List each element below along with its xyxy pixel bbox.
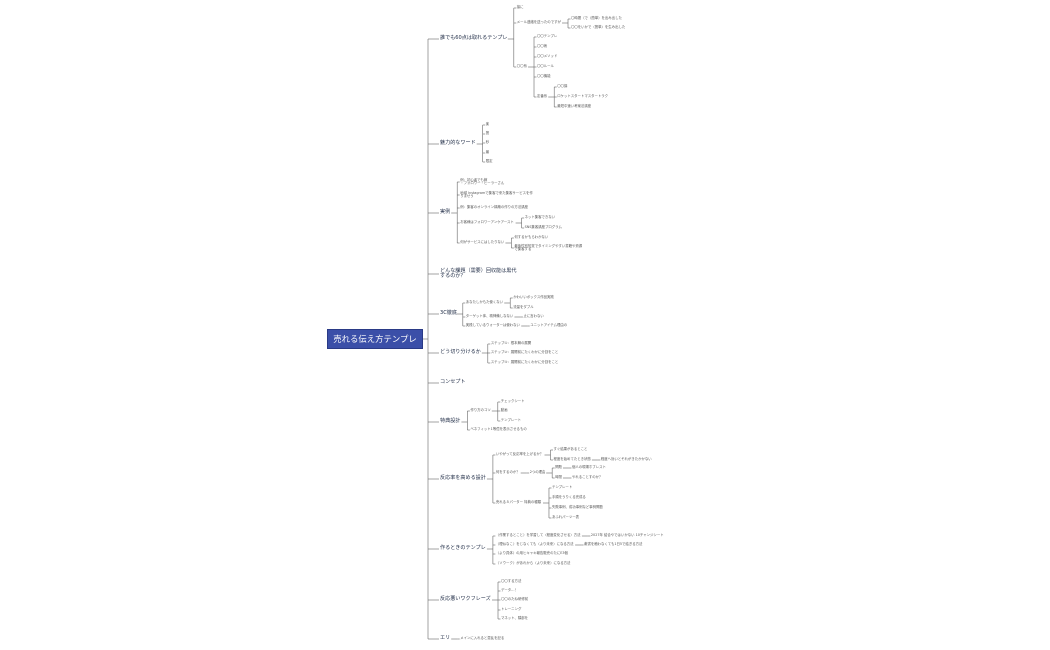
child-node[interactable]: 〇〇機能 bbox=[537, 74, 551, 79]
child-node[interactable]: 〇〇術 bbox=[537, 44, 548, 49]
child-node[interactable]: 程度へ効いとそれがきたかかない bbox=[600, 457, 652, 462]
child-node[interactable]: 作り方のコツ bbox=[470, 408, 491, 413]
child-node[interactable]: テンプレート bbox=[500, 418, 522, 423]
child-node[interactable]: 〈作業するとこと〉を学習して〈程度変化させる〉方法 bbox=[495, 533, 581, 538]
child-node[interactable]: かわいいボックス作品実践 bbox=[513, 295, 554, 300]
branch-node[interactable]: 反応率を高める設計 bbox=[440, 475, 486, 482]
child-node[interactable]: メインに入れると混乱を記る bbox=[460, 636, 505, 641]
child-node[interactable]: 〈ソウーク〉があれから〈より未来〉になる方法 bbox=[495, 561, 571, 566]
child-node[interactable]: 問題 bbox=[555, 465, 562, 470]
child-node[interactable]: 限定 bbox=[485, 159, 493, 164]
child-node[interactable]: 〇〇系 bbox=[516, 64, 527, 69]
child-node[interactable]: 動画 bbox=[500, 408, 508, 413]
child-node[interactable]: 〇〇メソッド bbox=[537, 54, 558, 59]
child-node[interactable]: 敷書を稿わなくても1日5で結ぎる方法 bbox=[584, 542, 643, 547]
child-node[interactable]: お客様はフォロワーアンケアースト bbox=[460, 220, 514, 225]
child-node[interactable]: 最 bbox=[485, 150, 490, 155]
child-node[interactable]: ターゲット体、精神備しなない bbox=[465, 314, 514, 319]
child-node[interactable]: 接に bbox=[516, 5, 524, 10]
branch-node[interactable]: コンセプト bbox=[440, 379, 466, 386]
child-node[interactable]: 手順をうりくる完成る bbox=[551, 495, 586, 500]
child-node[interactable]: 最後性別知覚でタイミングやすい書籍や資源 で集客する bbox=[514, 243, 583, 251]
child-node[interactable]: 最短中速い考案法講座 bbox=[557, 104, 592, 109]
branch-node[interactable]: 作るときのテンプレ bbox=[440, 545, 486, 552]
child-node[interactable]: 〇〇をいかで〈簡単〉を生み出した bbox=[571, 25, 626, 30]
child-node[interactable]: 〇〇する方法 bbox=[501, 579, 522, 584]
child-node[interactable]: メール連絡を送ったのですが bbox=[516, 20, 561, 25]
child-node[interactable]: 〇〇のたね研修前 bbox=[501, 597, 529, 602]
child-node[interactable]: 例：初心者でも稼 ・フォロワー・ヒーラーさん bbox=[460, 177, 505, 185]
child-node[interactable]: ステップ③：展開前にたくわかに分割をこと bbox=[490, 360, 559, 365]
branch-node[interactable]: どう切り分けるか bbox=[440, 349, 481, 356]
child-node[interactable]: 失敗事例、成功事例など事例問題 bbox=[551, 505, 603, 510]
child-node[interactable]: トレーニング bbox=[501, 607, 522, 612]
child-node[interactable]: 〇〇テンプレ bbox=[537, 34, 558, 39]
child-node[interactable]: 止に言わない bbox=[523, 314, 544, 319]
child-node[interactable]: 秒 bbox=[485, 140, 490, 145]
child-node[interactable]: あふれパーツー表 bbox=[551, 515, 580, 520]
child-node[interactable]: マネット、隣部を bbox=[501, 616, 529, 621]
child-node[interactable]: テンプレート bbox=[551, 485, 573, 490]
child-node[interactable]: データ…！ bbox=[501, 588, 518, 593]
root-node[interactable]: 売れる伝え方テンプレ bbox=[327, 329, 423, 349]
child-node[interactable]: 売れる８パーター 特典の種類 bbox=[495, 500, 542, 505]
child-node[interactable]: ベネフィット1等億を表示させるもの bbox=[470, 427, 527, 432]
child-node[interactable]: 2つの理由 bbox=[529, 470, 546, 475]
child-node[interactable]: 時間 bbox=[555, 475, 562, 480]
child-node[interactable]: 個人の現場ホブレスト bbox=[571, 465, 606, 470]
child-node[interactable]: 程度を始めてたとき状態 bbox=[553, 457, 591, 462]
branch-node[interactable]: 魅力的なワード bbox=[440, 140, 476, 147]
child-node[interactable]: ステップ①：根本解の展開 bbox=[490, 341, 532, 346]
child-node[interactable]: いやがって反応率を上げるか？ bbox=[495, 452, 544, 457]
child-node[interactable]: 地域 Instagramで集客で来た集客サービスを作 りませう bbox=[460, 190, 533, 198]
child-node[interactable]: 楽 bbox=[485, 122, 490, 127]
child-node[interactable]: やれることすのか？ bbox=[571, 475, 603, 480]
branch-node[interactable]: 特典設計 bbox=[440, 418, 461, 425]
child-node[interactable]: 定番系 bbox=[537, 94, 548, 99]
child-node[interactable]: ステップ②：展開前にたくわかに分割をこと bbox=[490, 350, 559, 355]
child-node[interactable]: ロケットスタートマスタートラク bbox=[557, 94, 609, 99]
child-node[interactable]: 2027年 結合やではいかない 10チャンジシート bbox=[590, 533, 664, 538]
child-node[interactable]: SNS集客講座プログラム bbox=[524, 225, 562, 230]
child-node[interactable]: 何するかもらわかない bbox=[514, 235, 549, 240]
branch-node[interactable]: 反応悪いワクフレーズ bbox=[440, 596, 491, 603]
child-node[interactable]: あなたしかもた使くない bbox=[465, 300, 504, 305]
branch-node[interactable]: エリ bbox=[440, 635, 451, 642]
child-node[interactable]: 〈より具体〉の用ヒキャキ報告販売のたにE3個 bbox=[495, 551, 568, 556]
child-node[interactable]: 〇時間（で〈簡単〉を出み出した bbox=[571, 16, 622, 21]
child-node[interactable]: すぐ結果があるとこと bbox=[553, 447, 588, 452]
child-node[interactable]: ネット集客できない bbox=[524, 215, 556, 220]
child-node[interactable]: 簡 bbox=[485, 131, 490, 136]
branch-node[interactable]: 誰でも60点は取れるテンプレ bbox=[440, 35, 508, 42]
child-node[interactable]: 何をするのか？ bbox=[495, 470, 520, 475]
branch-node[interactable]: 3C徹底 bbox=[440, 310, 457, 317]
child-node[interactable]: チェックシート bbox=[500, 399, 525, 404]
child-node[interactable]: 実践しているウォーターは使わない bbox=[465, 323, 520, 328]
child-node[interactable]: 例：集客のオンライン構築の作りの方法講座 bbox=[460, 205, 528, 210]
child-node[interactable]: 〈理似なこ〉をじなくても〈より未来〉になる方法 bbox=[495, 542, 574, 547]
child-node[interactable]: 何がサービスにはしたりない bbox=[460, 240, 505, 245]
child-node[interactable]: 流量をダブル bbox=[513, 305, 534, 310]
child-node[interactable]: 〇〇講 bbox=[557, 84, 568, 89]
child-node[interactable]: 〇〇ルール bbox=[537, 64, 554, 69]
child-node[interactable]: ユニットアイテム理由の bbox=[530, 323, 568, 328]
branch-node[interactable]: どんな課題（需要）回収能は黒代 するのか？ bbox=[440, 267, 517, 279]
branch-node[interactable]: 実例 bbox=[440, 209, 451, 216]
